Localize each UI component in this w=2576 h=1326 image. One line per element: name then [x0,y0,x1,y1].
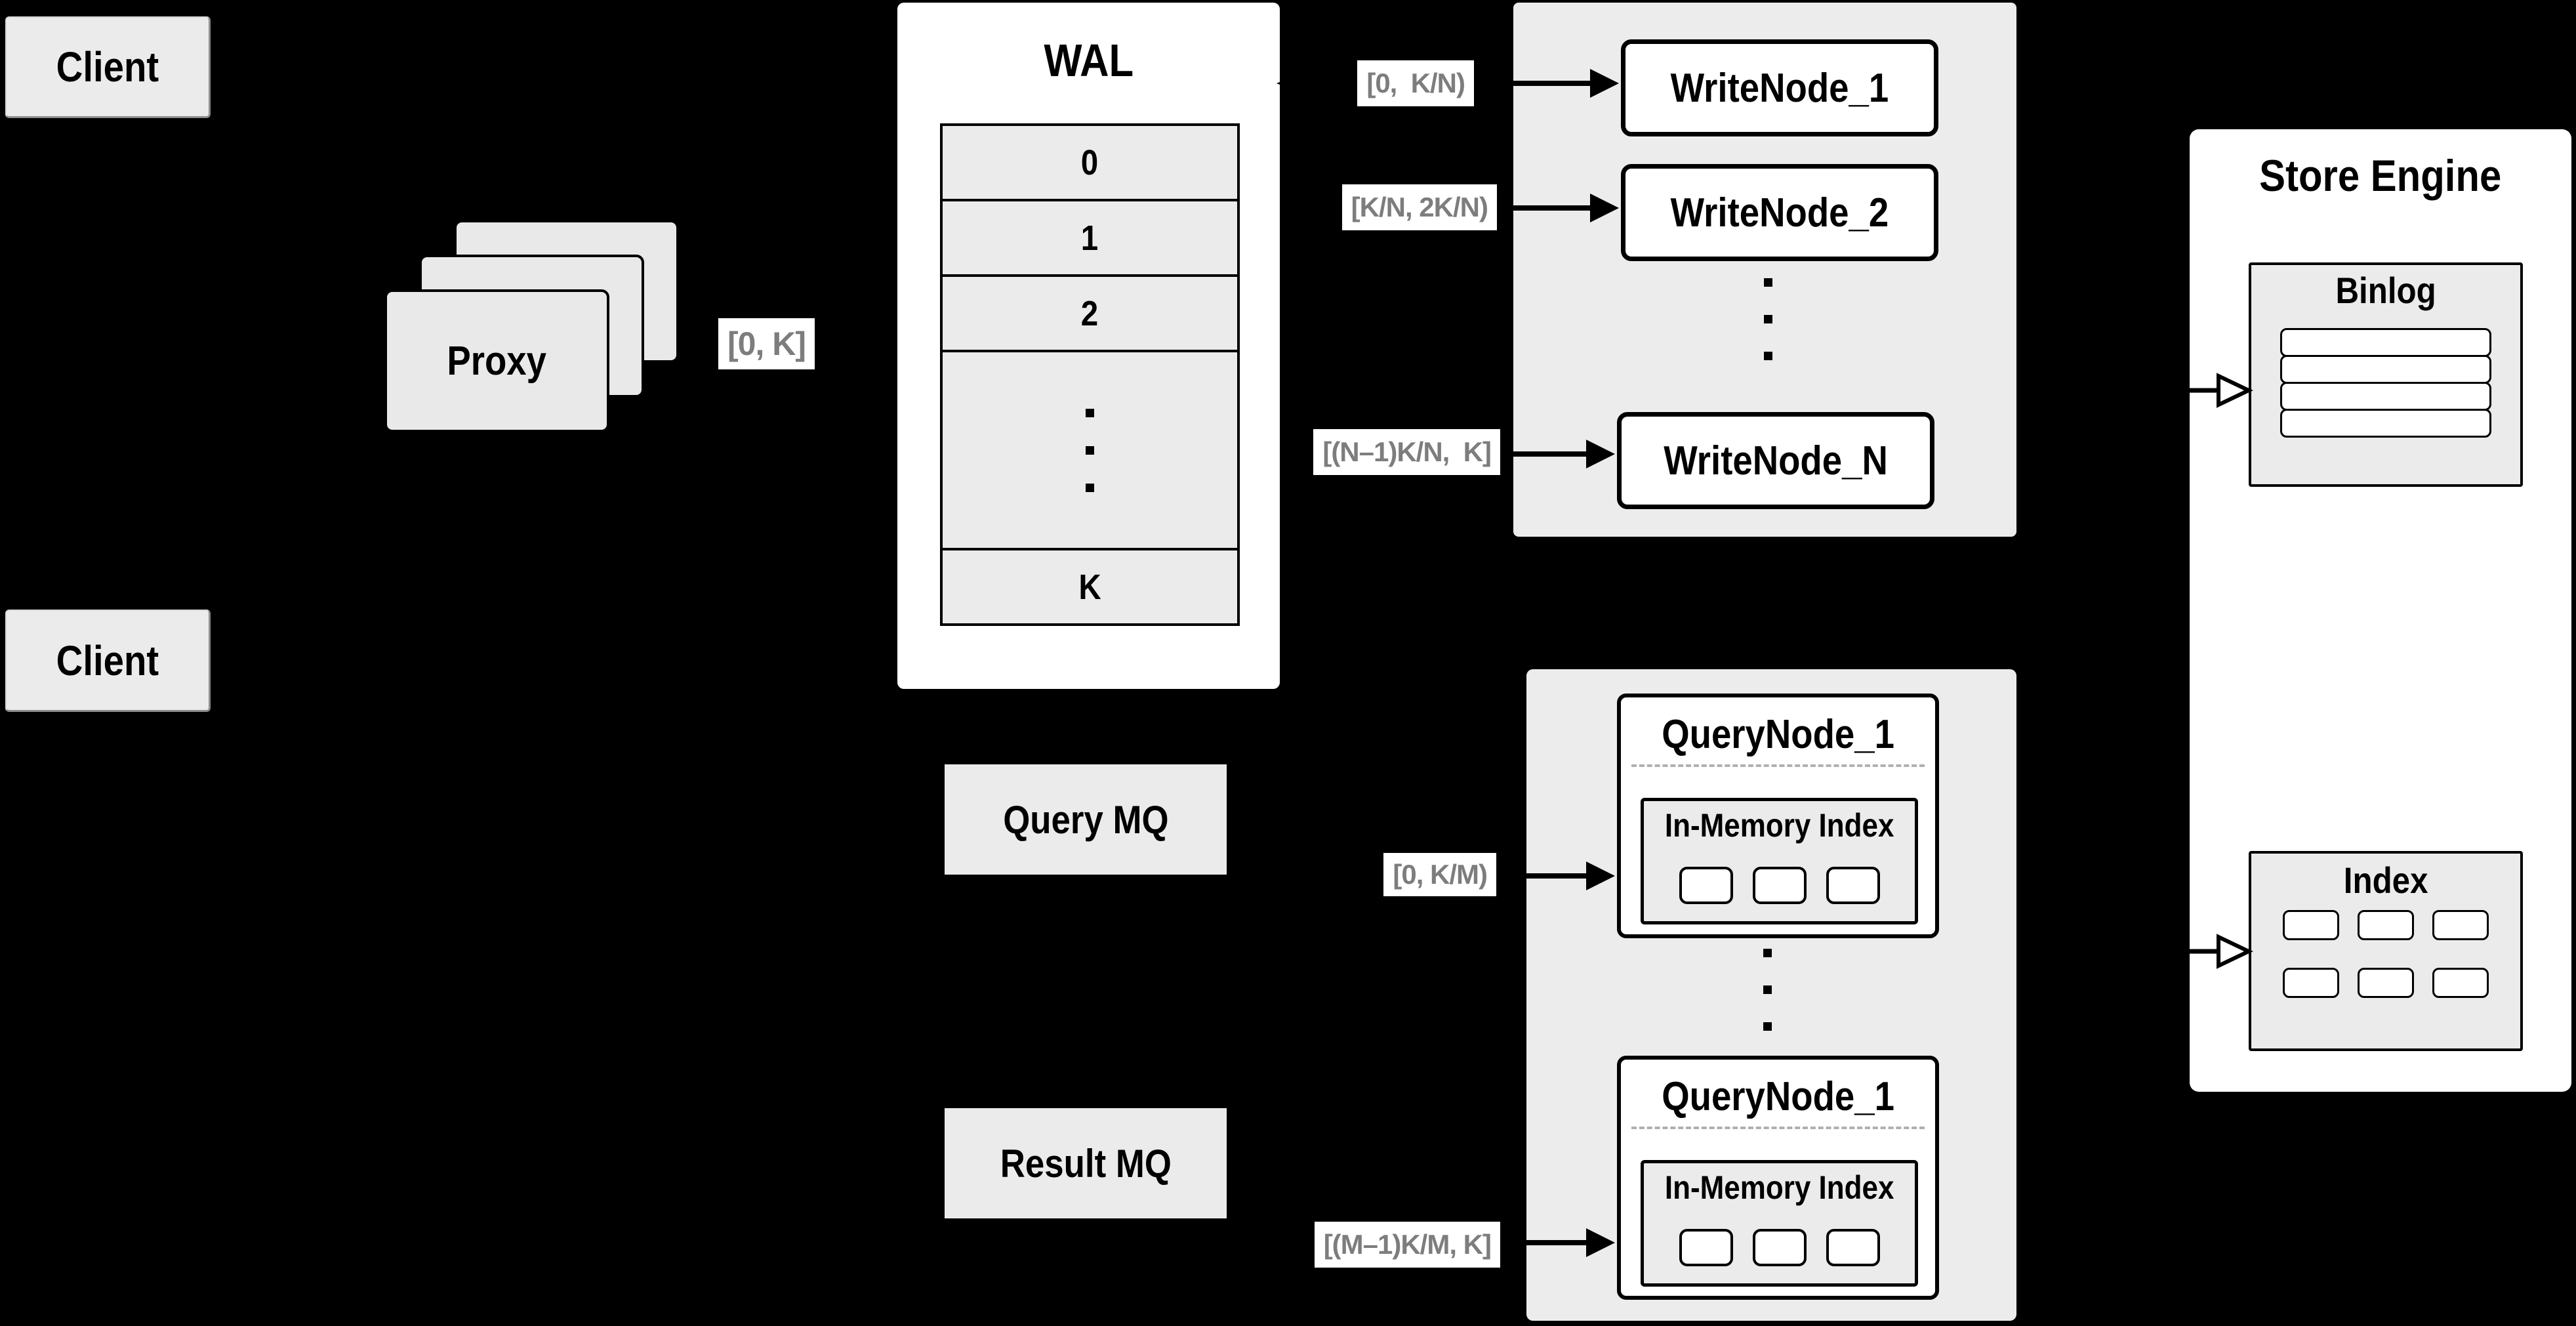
binlog-row [2280,382,2491,411]
write-node-ellipsis [1764,278,1772,360]
wal-row-2: 2 [943,274,1237,350]
ellipsis-dot [1764,352,1772,360]
query-node-2-title: QueryNode_1 [1662,1073,1894,1119]
client-box-top: Client [5,16,211,118]
range-label-query-m: [(M–1)K/M, K] [1314,1222,1500,1268]
index-cell [2358,910,2414,940]
proxy-card-front: Proxy [384,289,609,432]
write-node-2: WriteNode_2 [1621,164,1938,261]
in-memory-index-2-title: In-Memory Index [1664,1169,1894,1206]
write-node-1-label: WriteNode_1 [1670,65,1889,111]
ellipsis-dot [1764,278,1772,287]
write-node-2-label: WriteNode_2 [1670,190,1889,236]
range-label-write-1: [0, K/N) [1357,60,1474,106]
ellipsis-dot [1763,949,1772,957]
client-bottom-label: Client [56,636,159,684]
query-node-1-divider [1631,764,1925,767]
store-engine-panel: Store Engine Binlog Index [2190,129,2571,1092]
proxy-label: Proxy [447,338,547,384]
in-memory-index-1-cells [1644,867,1915,904]
ellipsis-dot [1764,315,1772,323]
index-cell [2283,968,2339,998]
range-label-write-2: [K/N, 2K/N) [1341,184,1497,230]
binlog-box: Binlog [2249,262,2523,487]
wal-row-1: 1 [943,199,1237,274]
in-memory-index-1-title: In-Memory Index [1664,807,1894,844]
query-node-2-divider [1631,1127,1925,1129]
query-mq-label: Query MQ [1002,797,1169,842]
binlog-row [2280,355,2491,384]
range-label-write-n: [(N–1)K/N, K] [1313,429,1500,475]
ellipsis-dot [1086,408,1094,417]
range-label-proxy-wal: [0, K] [718,318,815,369]
index-cell [2432,968,2489,998]
result-mq-box: Result MQ [945,1108,1227,1218]
query-node-ellipsis [1763,949,1772,1031]
result-mq-label: Result MQ [1000,1141,1172,1186]
index-box: Index [2249,851,2523,1051]
client-box-bottom: Client [5,610,211,712]
query-node-box-2: QueryNode_1 In-Memory Index [1617,1056,1939,1300]
segment-cell [1752,867,1807,904]
wal-row-k: K [943,548,1237,623]
query-node-1-title: QueryNode_1 [1662,711,1894,757]
segment-cell [1826,1229,1880,1266]
write-node-n: WriteNode_N [1617,412,1934,509]
wal-table: 0 1 2 K [940,123,1240,626]
index-cell [2358,968,2414,998]
binlog-row [2280,328,2491,357]
segment-cell [1679,1229,1733,1266]
wal-row-0: 0 [943,126,1237,199]
index-cell [2432,910,2489,940]
index-cells [2251,910,2520,998]
ellipsis-dot [1086,445,1094,455]
in-memory-index-2-cells [1644,1229,1915,1266]
segment-cell [1679,867,1733,904]
ellipsis-dot [1763,1022,1772,1031]
ellipsis-dot [1763,985,1772,994]
binlog-row [2280,409,2491,438]
ellipsis-dot [1086,483,1094,492]
in-memory-index-box-2: In-Memory Index [1641,1160,1918,1287]
in-memory-index-box-1: In-Memory Index [1641,798,1918,924]
client-top-label: Client [56,43,159,91]
write-node-n-label: WriteNode_N [1664,438,1888,484]
arrow-into-wal [1277,72,1341,95]
wal-panel: WAL 0 1 2 K [897,3,1280,689]
binlog-title: Binlog [2335,270,2436,311]
wal-ellipsis-row [943,350,1237,548]
write-node-1: WriteNode_1 [1621,39,1938,136]
index-cell [2283,910,2339,940]
segment-cell [1752,1229,1807,1266]
segment-cell [1826,867,1880,904]
query-mq-box: Query MQ [945,764,1227,875]
query-node-box-1: QueryNode_1 In-Memory Index [1617,694,1939,938]
binlog-rows [2251,328,2520,438]
index-title: Index [2343,860,2428,901]
wal-title: WAL [1044,35,1134,86]
store-engine-title: Store Engine [2259,151,2502,201]
range-label-query-1: [0, K/M) [1383,853,1496,896]
